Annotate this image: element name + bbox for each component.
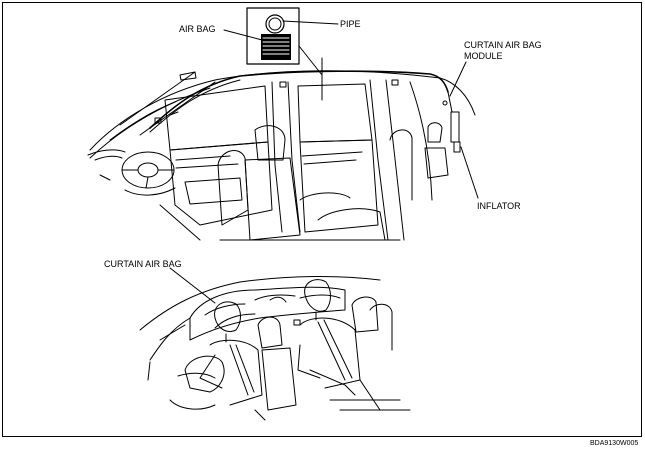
label-curtain-module-line1: CURTAIN AIR BAG	[464, 40, 542, 50]
vehicle-interior-bottom	[139, 275, 411, 421]
leader-curtain-module	[449, 61, 467, 97]
label-inflator: INFLATOR	[477, 201, 521, 211]
leader-air-bag	[223, 29, 263, 41]
leader-pipe	[282, 20, 339, 25]
label-curtain-module-line2: MODULE	[464, 51, 503, 61]
figure-frame	[2, 2, 642, 437]
label-air-bag: AIR BAG	[179, 24, 216, 34]
inflator	[442, 91, 461, 153]
leader-curtain-air-bag	[169, 267, 216, 304]
label-curtain-air-bag: CURTAIN AIR BAG	[104, 259, 182, 269]
module-fold-line	[149, 79, 241, 133]
figure-code: BDA9130W005	[590, 440, 639, 447]
leader-inflator	[460, 146, 479, 199]
label-pipe: PIPE	[340, 19, 361, 29]
cross-section-detail	[246, 7, 323, 101]
vehicle-interior-top	[87, 70, 476, 241]
curtain-air-bag-module-top	[149, 70, 449, 129]
